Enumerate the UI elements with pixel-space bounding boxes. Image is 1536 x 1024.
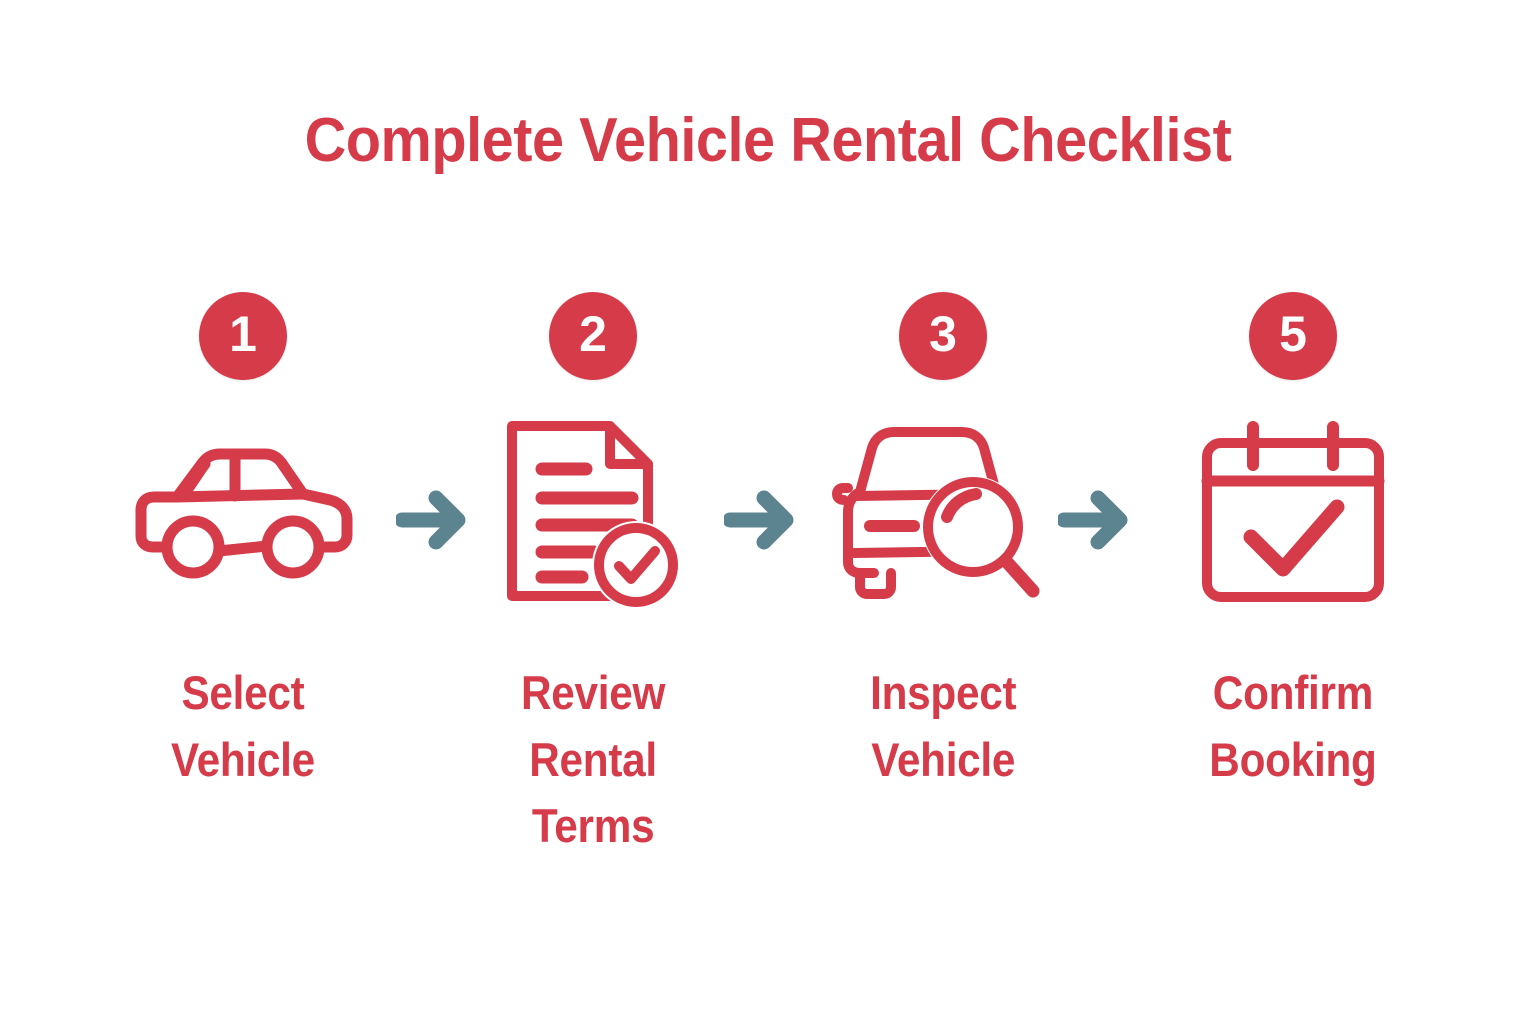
step-4-confirm-booking[interactable]: 5 Confi xyxy=(1168,292,1418,793)
step-3-label-line-2: Vehicle xyxy=(871,732,1015,786)
step-3-badge: 3 xyxy=(899,292,987,380)
arrow-right-icon xyxy=(724,490,794,550)
step-2-review-rental-terms[interactable]: 2 xyxy=(468,292,718,860)
connector-arrow-2 xyxy=(724,483,798,557)
step-1-label-line-1: Select xyxy=(181,666,305,719)
step-1-badge: 1 xyxy=(199,292,287,380)
connector-arrow-3 xyxy=(1058,483,1132,557)
step-3-icon-box xyxy=(818,408,1068,618)
step-4-label-line-1: Confirm xyxy=(1212,666,1374,719)
calendar-check-icon xyxy=(1201,421,1385,602)
step-2-label-line-1: Review xyxy=(520,666,666,719)
step-2-badge: 2 xyxy=(549,292,637,380)
step-1-icon-box xyxy=(118,408,368,618)
step-2-icon-box xyxy=(468,408,718,618)
step-4-badge-number: 5 xyxy=(1279,306,1307,362)
step-1-label-line-2: Vehicle xyxy=(171,732,315,786)
step-2-badge-number: 2 xyxy=(579,306,607,362)
step-4-icon-box xyxy=(1168,408,1418,618)
page-title: Complete Vehicle Rental Checklist xyxy=(304,106,1232,175)
arrow-right-icon xyxy=(396,490,466,550)
document-check-icon xyxy=(507,421,680,609)
connector-arrow-1 xyxy=(396,483,470,557)
step-1-label: Select Vehicle xyxy=(171,660,315,793)
step-1-select-vehicle[interactable]: 1 xyxy=(118,292,368,793)
arrow-right-icon xyxy=(1058,490,1128,550)
step-4-badge: 5 xyxy=(1249,292,1337,380)
step-2-label-line-3: Terms xyxy=(531,799,655,853)
car-front-magnifier-icon xyxy=(832,427,1040,599)
step-3-inspect-vehicle[interactable]: 3 xyxy=(818,292,1068,793)
steps-row: 1 xyxy=(118,292,1418,860)
step-3-label-line-1: Inspect xyxy=(869,666,1017,719)
step-2-label-line-2: Rental xyxy=(529,732,657,786)
step-4-label-line-2: Booking xyxy=(1209,732,1377,786)
step-3-label: Inspect Vehicle xyxy=(870,660,1016,793)
step-1-badge-number: 1 xyxy=(229,306,257,362)
step-4-label: Confirm Booking xyxy=(1209,660,1377,793)
step-2-label: Review Rental Terms xyxy=(521,660,665,860)
car-side-icon xyxy=(135,448,353,579)
step-3-badge-number: 3 xyxy=(929,306,957,362)
